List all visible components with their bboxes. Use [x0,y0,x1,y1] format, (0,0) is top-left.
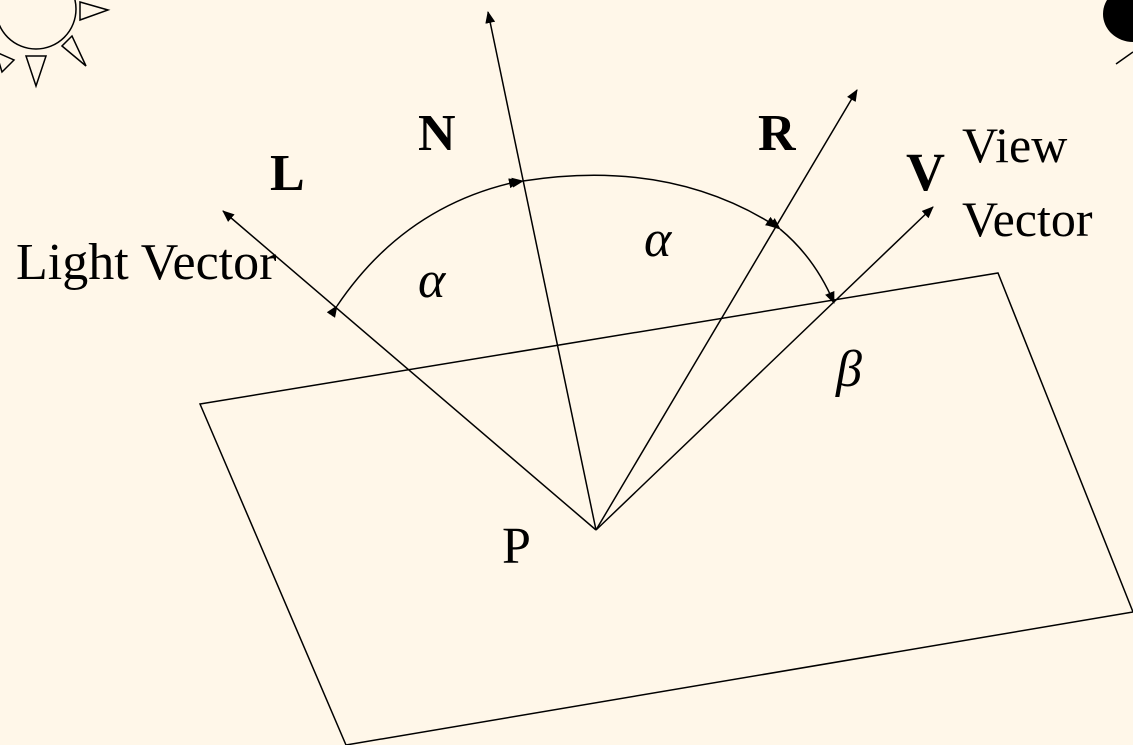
beta-arc [768,218,835,304]
alpha-arc-left [326,178,521,318]
label-view: View [962,117,1067,173]
label-beta: β [835,341,862,398]
label-N: N [418,105,456,162]
surface-plane [198,272,1133,745]
alpha-arc-right [511,174,778,228]
label-alpha-left: α [418,252,447,309]
label-vector: Vector [962,191,1093,247]
label-light-vector: Light Vector [16,234,276,291]
light-vector-arrow [222,210,597,531]
label-V: V [906,142,945,202]
label-R: R [758,105,797,162]
label-alpha-right: α [644,211,673,268]
label-point-P: P [502,518,531,575]
normal-vector-arrow [485,11,597,531]
sun-icon [0,0,111,89]
view-vector-arrow [595,206,934,531]
label-L: L [270,145,305,202]
reflection-vector-arrow [595,89,858,531]
eye-icon [1103,0,1133,65]
